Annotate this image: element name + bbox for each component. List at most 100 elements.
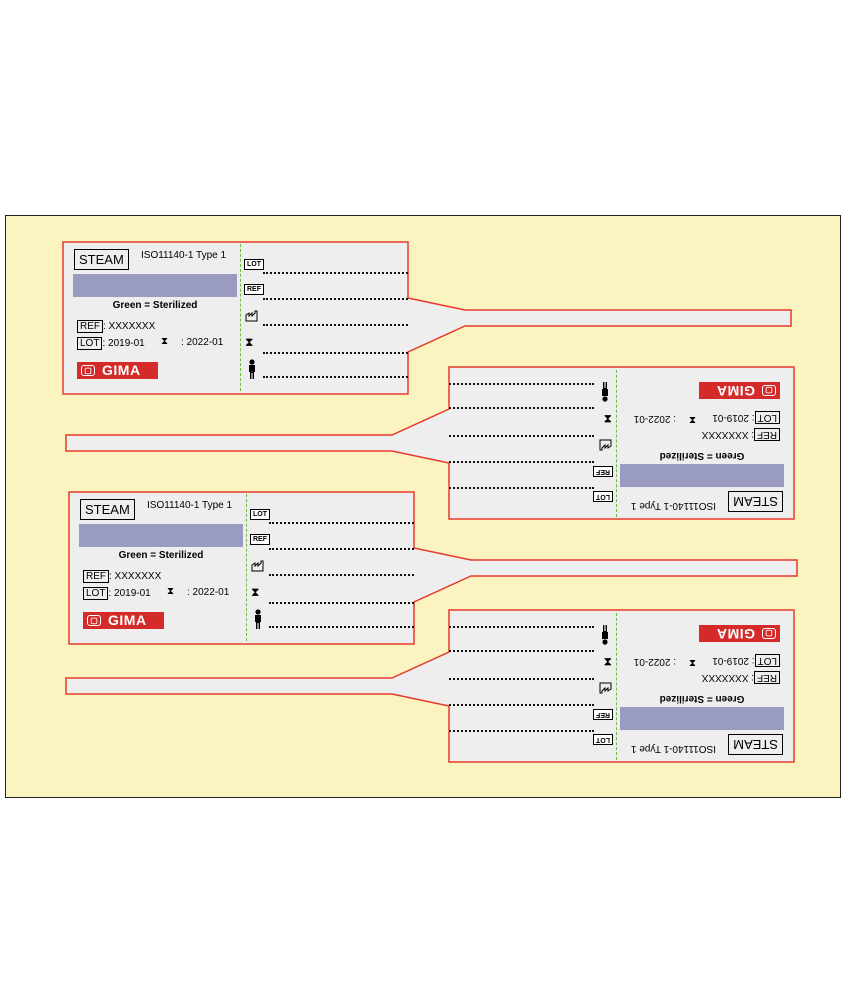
gima-logo-mark: ▢	[762, 385, 776, 396]
label-outline	[65, 609, 795, 763]
expiry-hourglass-icon: ⧗	[603, 655, 612, 669]
sterilized-legend: Green = Sterilized	[112, 300, 198, 311]
ref-tag: REF	[754, 428, 780, 441]
lot-row: LOT: 2019-01	[712, 411, 780, 424]
sterilization-indicator	[79, 524, 243, 547]
expiry-entry-line[interactable]	[449, 650, 594, 652]
field-ref-tag: REF	[244, 284, 264, 295]
lot-value: : 2019-01	[712, 655, 755, 666]
field-lot-tag: LOT	[593, 734, 613, 745]
gima-logo-mark: ▢	[81, 365, 95, 376]
lot-entry-line[interactable]	[449, 730, 594, 732]
ref-row: REF: XXXXXXX	[77, 320, 155, 333]
field-ref-tag: REF	[593, 466, 613, 477]
sterilization-indicator	[620, 707, 784, 730]
gima-logo-mark: ▢	[762, 628, 776, 639]
hourglass-icon: ⧗	[161, 336, 169, 347]
operator-entry-line[interactable]	[449, 626, 594, 628]
expiry-hourglass-icon: ⧗	[251, 585, 260, 599]
ref-entry-line[interactable]	[449, 461, 594, 463]
ref-row: REF: XXXXXXX	[83, 570, 161, 583]
expiry-entry-line[interactable]	[449, 407, 594, 409]
lot-tag: LOT	[754, 654, 780, 667]
expiry-value: : 2022-01	[181, 337, 224, 348]
expiry-entry-line[interactable]	[263, 352, 408, 354]
gima-logo-mark: ▢	[87, 615, 101, 626]
perforation-divider	[240, 244, 241, 391]
lot-tag: LOT	[77, 337, 103, 350]
expiry-hourglass-icon: ⧗	[245, 335, 254, 349]
brand-name: GIMA	[108, 612, 147, 628]
ref-row: REF: XXXXXXX	[702, 428, 780, 441]
expiry-value: : 2022-01	[633, 413, 676, 424]
brand-name: GIMA	[716, 626, 755, 642]
field-ref-tag: REF	[250, 534, 270, 545]
ref-entry-line[interactable]	[449, 704, 594, 706]
lot-row: LOT: 2019-01	[83, 587, 151, 600]
gima-logo: ▢ GIMA	[699, 382, 780, 399]
gima-logo: ▢ GIMA	[77, 362, 158, 379]
steam-badge: STEAM	[74, 249, 129, 270]
field-lot-tag: LOT	[250, 509, 270, 520]
perforation-divider	[246, 494, 247, 641]
ref-row: REF: XXXXXXX	[702, 671, 780, 684]
expiry-value: : 2022-01	[633, 656, 676, 667]
operator-entry-line[interactable]	[269, 626, 414, 628]
ref-value: : XXXXXXX	[109, 571, 162, 582]
brand-name: GIMA	[102, 362, 141, 378]
ref-value: : XXXXXXX	[103, 321, 156, 332]
hourglass-icon: ⧗	[688, 414, 696, 425]
ref-tag: REF	[77, 320, 103, 333]
iso-standard: ISO11140-1 Type 1	[147, 500, 233, 511]
lot-value: : 2019-01	[108, 588, 151, 599]
sterilization-label-4: STEAM ISO11140-1 Type 1 Green = Steriliz…	[64, 609, 795, 763]
operator-entry-line[interactable]	[263, 376, 408, 378]
date-entry-line[interactable]	[263, 324, 408, 326]
operator-entry-line[interactable]	[449, 383, 594, 385]
field-lot-tag: LOT	[244, 259, 264, 270]
ref-value: : XXXXXXX	[701, 429, 754, 440]
gima-logo: ▢ GIMA	[699, 625, 780, 642]
sterilized-legend: Green = Sterilized	[659, 450, 745, 461]
sterilized-legend: Green = Sterilized	[118, 550, 204, 561]
date-entry-line[interactable]	[269, 574, 414, 576]
ref-tag: REF	[83, 570, 109, 583]
sterilized-legend: Green = Sterilized	[659, 693, 745, 704]
label-sheet: STEAM ISO11140-1 Type 1 Green = Steriliz…	[5, 215, 841, 798]
sterilization-label-1: STEAM ISO11140-1 Type 1 Green = Steriliz…	[62, 241, 793, 395]
lot-row: LOT: 2019-01	[712, 654, 780, 667]
iso-standard: ISO11140-1 Type 1	[630, 743, 716, 754]
sterilization-indicator	[620, 464, 784, 487]
sterilization-indicator	[73, 274, 237, 297]
sterilization-label-2: STEAM ISO11140-1 Type 1 Green = Steriliz…	[64, 366, 795, 520]
lot-row: LOT: 2019-01	[77, 337, 145, 350]
ref-entry-line[interactable]	[269, 548, 414, 550]
label-outline	[65, 366, 795, 520]
expiry-hourglass-icon: ⧗	[603, 412, 612, 426]
lot-entry-line[interactable]	[269, 522, 414, 524]
gima-logo: ▢ GIMA	[83, 612, 164, 629]
lot-value: : 2019-01	[712, 412, 755, 423]
perforation-divider	[616, 613, 617, 760]
lot-entry-line[interactable]	[449, 487, 594, 489]
lot-tag: LOT	[83, 587, 109, 600]
expiry-entry-line[interactable]	[269, 602, 414, 604]
lot-value: : 2019-01	[102, 338, 145, 349]
hourglass-icon: ⧗	[688, 657, 696, 668]
ref-entry-line[interactable]	[263, 298, 408, 300]
label-outline	[62, 241, 792, 395]
label-outline	[68, 491, 798, 645]
expiry-value: : 2022-01	[187, 587, 230, 598]
lot-entry-line[interactable]	[263, 272, 408, 274]
lot-tag: LOT	[754, 411, 780, 424]
sterilization-label-3: STEAM ISO11140-1 Type 1 Green = Steriliz…	[68, 491, 799, 645]
steam-badge: STEAM	[728, 734, 783, 755]
iso-standard: ISO11140-1 Type 1	[141, 250, 227, 261]
brand-name: GIMA	[716, 383, 755, 399]
ref-value: : XXXXXXX	[701, 672, 754, 683]
ref-tag: REF	[754, 671, 780, 684]
date-entry-line[interactable]	[449, 435, 594, 437]
date-entry-line[interactable]	[449, 678, 594, 680]
hourglass-icon: ⧗	[167, 586, 175, 597]
steam-badge: STEAM	[80, 499, 135, 520]
